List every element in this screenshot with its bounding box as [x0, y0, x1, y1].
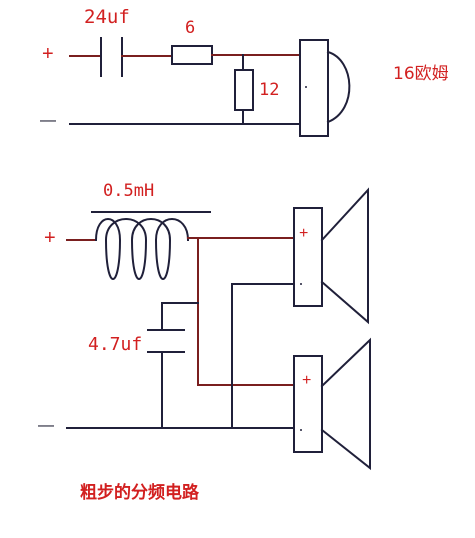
inductor-label: 0.5mH [103, 181, 155, 201]
speaker1-plus-label: + [299, 225, 309, 242]
top-shunt-resistor-label: 12 [259, 80, 280, 100]
top-driver-body [299, 39, 329, 137]
bottom-capacitor-label: 4.7uf [88, 334, 143, 355]
speaker-2 [293, 337, 371, 471]
top-capacitor-24uf [100, 37, 123, 77]
top-series-resistor [171, 45, 213, 65]
top-capacitor-label: 24uf [84, 6, 130, 28]
top-series-resistor-label: 6 [185, 18, 196, 38]
impedance-label: 16欧姆 [393, 64, 449, 84]
top-minus-sign: — [40, 112, 56, 129]
bottom-wire-node-to-speaker2 [197, 237, 295, 386]
speaker1-minus-wire [231, 283, 295, 429]
speaker2-plus-label: + [302, 372, 312, 389]
speaker2-minus-terminal [300, 429, 302, 431]
top-driver-terminal [305, 86, 307, 88]
speaker-1 [293, 187, 369, 325]
top-shunt-resistor [234, 69, 254, 111]
inductor-coil-0-5mh [94, 218, 190, 280]
top-driver-dome [326, 50, 351, 124]
diagram-caption: 粗步的分频电路 [80, 483, 199, 503]
bottom-wire-node-to-capacitor [161, 302, 199, 331]
top-plus-sign: + [42, 43, 54, 65]
speaker1-minus-terminal [300, 283, 302, 285]
bottom-capacitor-4-7uf [147, 329, 185, 353]
bottom-minus-sign: — [38, 417, 54, 434]
bottom-plus-sign: + [44, 227, 56, 249]
